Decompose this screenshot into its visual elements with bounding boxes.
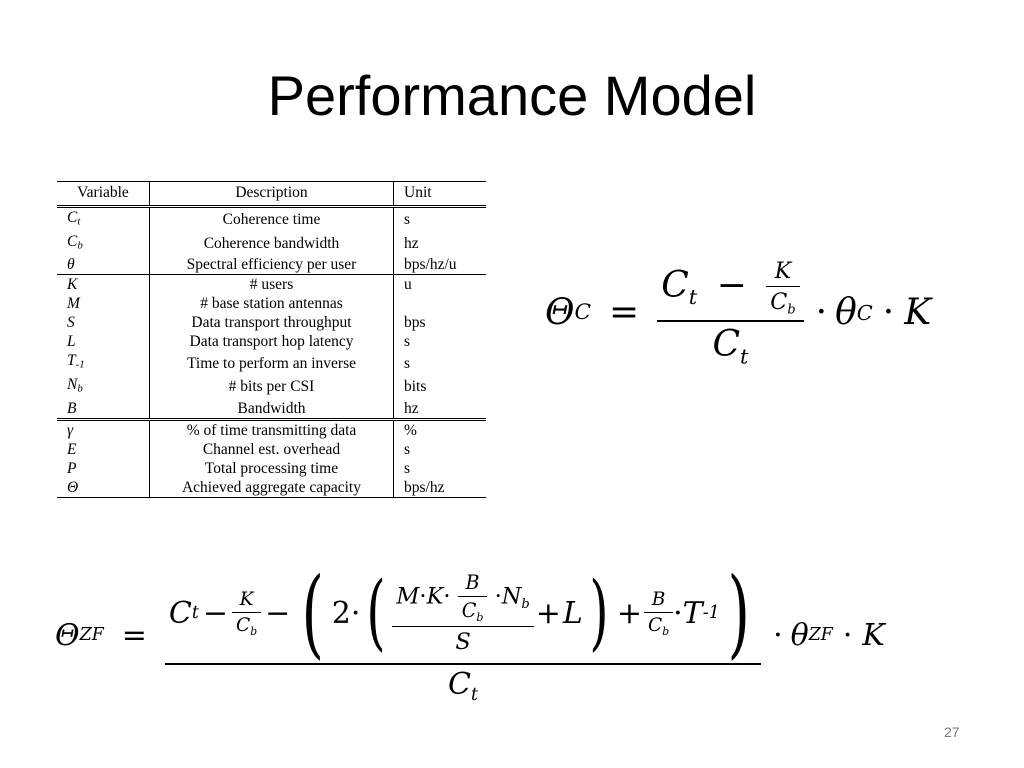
cell-unit: s bbox=[404, 333, 411, 351]
cell-unit: s bbox=[404, 440, 411, 458]
cell-description: % of time transmitting data bbox=[149, 417, 394, 440]
cell-unit: bits bbox=[404, 378, 427, 396]
cell-description: # bits per CSI bbox=[149, 375, 394, 399]
table-row: Nb # bits per CSI bits bbox=[57, 375, 486, 399]
header-description: Description bbox=[149, 181, 394, 208]
cell-unit: u bbox=[393, 274, 486, 295]
cell-unit: bps/hz bbox=[393, 477, 486, 498]
cell-variable: T-1 bbox=[67, 352, 85, 372]
header-variable: Variable bbox=[57, 181, 150, 208]
cell-variable: Ct bbox=[67, 209, 81, 228]
cell-variable: L bbox=[67, 333, 76, 351]
cell-description: # users bbox=[149, 274, 394, 295]
cell-variable: Θ bbox=[57, 477, 150, 498]
table-row: T-1 Time to perform an inverse s bbox=[57, 351, 486, 376]
cell-unit: hz bbox=[404, 235, 419, 253]
cell-unit: s bbox=[404, 459, 411, 477]
cell-description: # base station antennas bbox=[149, 294, 394, 314]
cell-unit: s bbox=[404, 211, 411, 229]
cell-variable: B bbox=[67, 399, 77, 417]
cell-description: Bandwidth bbox=[149, 398, 394, 420]
cell-description: Channel est. overhead bbox=[149, 439, 394, 459]
cell-variable: K bbox=[57, 274, 150, 295]
table-row: γ% of time transmitting data% bbox=[57, 417, 486, 440]
cell-description: Spectral efficiency per user bbox=[149, 255, 394, 275]
cell-description: Data transport throughput bbox=[149, 313, 394, 333]
cell-unit: bps/hz/u bbox=[404, 256, 457, 274]
cell-description: Achieved aggregate capacity bbox=[149, 477, 394, 498]
cell-description: Data transport hop latency bbox=[149, 332, 394, 352]
cell-description: Time to perform an inverse bbox=[149, 351, 394, 376]
table-row: Ct Coherence time s bbox=[57, 206, 486, 232]
table-row: P Total processing time s bbox=[57, 458, 486, 478]
cell-description: Coherence time bbox=[149, 206, 394, 232]
cell-unit: bps bbox=[404, 314, 426, 332]
cell-description: Coherence bandwidth bbox=[149, 231, 394, 256]
table-header-row: Variable Description Unit bbox=[57, 181, 486, 208]
header-unit: Unit bbox=[393, 181, 486, 208]
page-number: 27 bbox=[944, 724, 960, 740]
cell-variable: γ bbox=[57, 417, 150, 440]
cell-unit bbox=[394, 294, 487, 313]
cell-variable: Cb bbox=[67, 232, 83, 252]
table-row: Cb Coherence bandwidth hz bbox=[57, 231, 486, 256]
cell-variable: Nb bbox=[67, 376, 83, 395]
cell-description: Total processing time bbox=[149, 458, 394, 478]
cell-unit: s bbox=[404, 354, 411, 372]
table-row: S Data transport throughput bps bbox=[57, 313, 486, 333]
cell-variable: S bbox=[67, 314, 75, 332]
cell-unit: hz bbox=[404, 399, 419, 417]
cell-variable: θ bbox=[67, 256, 75, 274]
cell-variable: M bbox=[67, 295, 80, 313]
variable-table: Variable Description Unit Ct Coherence ti… bbox=[57, 181, 486, 498]
cell-unit: % bbox=[393, 417, 486, 440]
cell-variable: E bbox=[67, 440, 77, 458]
table-row: θ Spectral efficiency per user bps/hz/u bbox=[57, 255, 486, 275]
table-row: E Channel est. overhead s bbox=[57, 439, 486, 459]
table-row: B Bandwidth hz bbox=[57, 398, 486, 420]
cell-variable: P bbox=[67, 459, 77, 477]
table-row: L Data transport hop latency s bbox=[57, 332, 486, 352]
slide-title: Performance Model bbox=[267, 64, 757, 127]
table-row: M # base station antennas bbox=[57, 294, 487, 314]
